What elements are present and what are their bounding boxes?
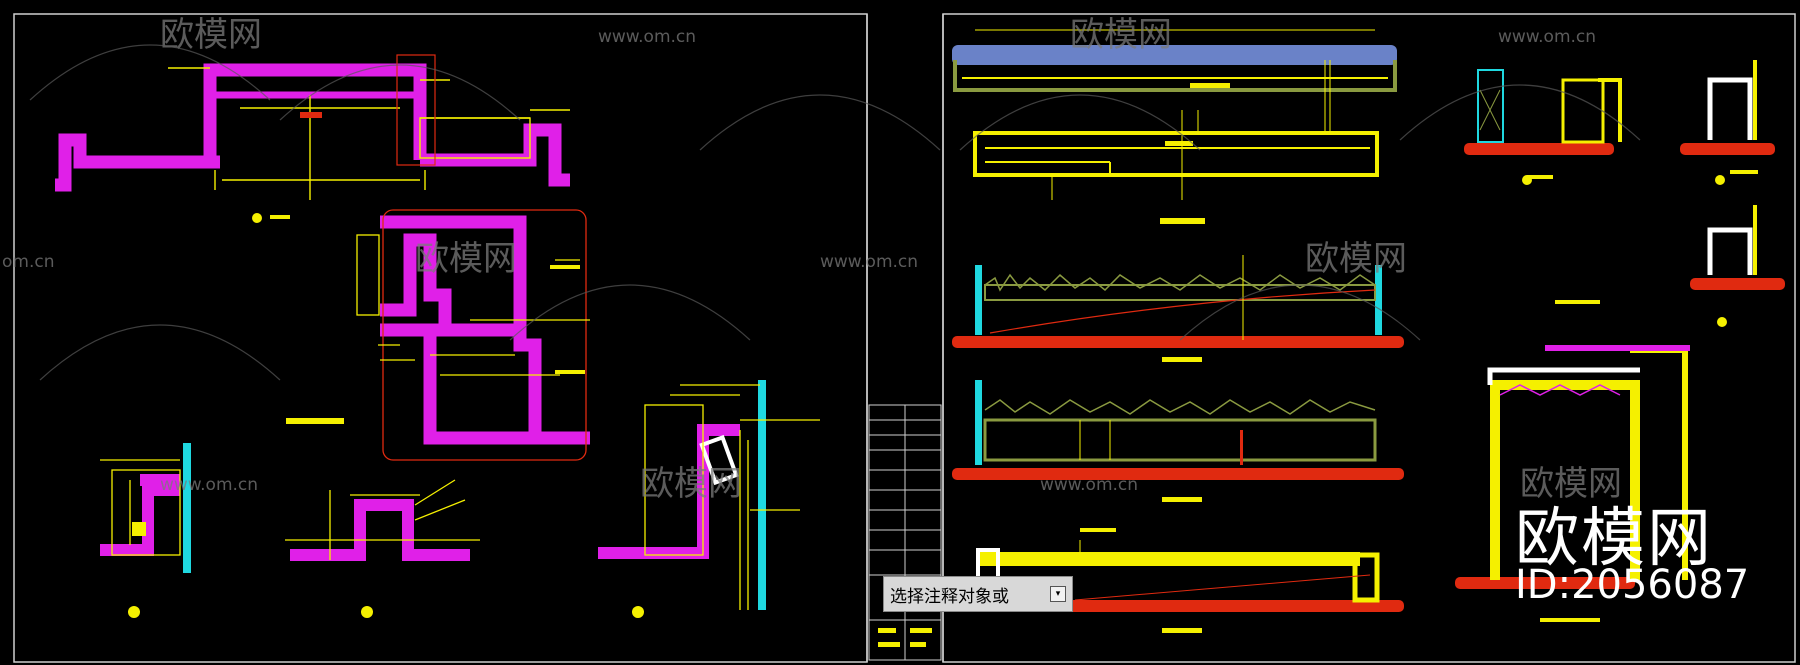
watermark-url: www.om.cn xyxy=(1040,475,1138,495)
detail-small-left-lines xyxy=(100,459,181,556)
watermark-url: www.om.cn xyxy=(1498,27,1596,47)
watermark-brand: 欧模网 xyxy=(415,239,517,279)
blue-beam-detail xyxy=(952,29,1397,92)
fixture-mark xyxy=(300,112,322,118)
detail-bubbles-left-top xyxy=(252,213,290,223)
watermark-brand: 欧模网 xyxy=(1070,15,1172,55)
detail-small-center-lines xyxy=(285,479,480,560)
title-block xyxy=(868,404,942,661)
detail-bubble xyxy=(361,606,373,618)
detail-bubble xyxy=(128,606,140,618)
elevation-red-outline xyxy=(382,209,587,461)
brand-overlay-id: ID:2056087 xyxy=(1515,562,1750,608)
title-block-labels xyxy=(878,628,932,647)
watermark-url: www.om.cn xyxy=(160,475,258,495)
label-bar xyxy=(1160,218,1205,224)
drawing-frames xyxy=(13,13,1796,663)
command-prompt[interactable]: 选择注释对象或 ▾ xyxy=(883,576,1073,612)
planter-elevation-1 xyxy=(952,255,1404,362)
planter-elevation-2 xyxy=(952,380,1404,502)
section-detail-large xyxy=(1455,300,1690,622)
label-bar xyxy=(286,418,344,424)
command-options-button[interactable]: ▾ xyxy=(1050,586,1066,602)
detail-small-right-lines xyxy=(644,384,820,610)
watermark-url-short: om.cn xyxy=(2,252,55,272)
detail-bubble xyxy=(632,606,644,618)
section-detail-c xyxy=(1690,205,1785,327)
label-bar xyxy=(132,522,146,536)
section-cut-outline xyxy=(396,54,436,166)
cyan-post-left xyxy=(183,443,191,573)
plan-section-top-lines xyxy=(168,67,570,200)
brand-overlay-title: 欧模网 xyxy=(1515,502,1713,576)
watermark-layer: 欧模网 欧模网 欧模网 欧模网 欧模网 欧模网 www.om.cn www.om… xyxy=(2,15,1622,504)
watermark-arcs xyxy=(29,44,1641,381)
label-bar xyxy=(550,265,580,269)
command-prompt-text: 选择注释对象或 xyxy=(890,586,1009,607)
watermark-brand: 欧模网 xyxy=(1305,239,1407,279)
elevation-center-lines xyxy=(356,234,590,376)
yellow-cabinet-long xyxy=(973,131,1379,177)
section-detail-a xyxy=(1464,69,1622,185)
plan-section-top xyxy=(55,63,570,192)
watermark-url: www.om.cn xyxy=(820,252,918,272)
elevation-magenta-center xyxy=(380,215,590,445)
cyan-post-right xyxy=(758,380,766,610)
watermark-url: www.om.cn xyxy=(598,27,696,47)
watermark-brand: 欧模网 xyxy=(1520,464,1622,504)
watermark-brand: 欧模网 xyxy=(160,15,262,55)
watermark-brand: 欧模网 xyxy=(640,464,742,504)
detail-small-left xyxy=(100,474,180,556)
section-detail-b xyxy=(1680,60,1775,185)
door-block xyxy=(699,434,739,486)
label-bar xyxy=(1165,141,1193,146)
detail-small-center xyxy=(290,499,470,561)
label-bar xyxy=(555,370,585,374)
yellow-cabinet-dims xyxy=(1051,60,1331,200)
